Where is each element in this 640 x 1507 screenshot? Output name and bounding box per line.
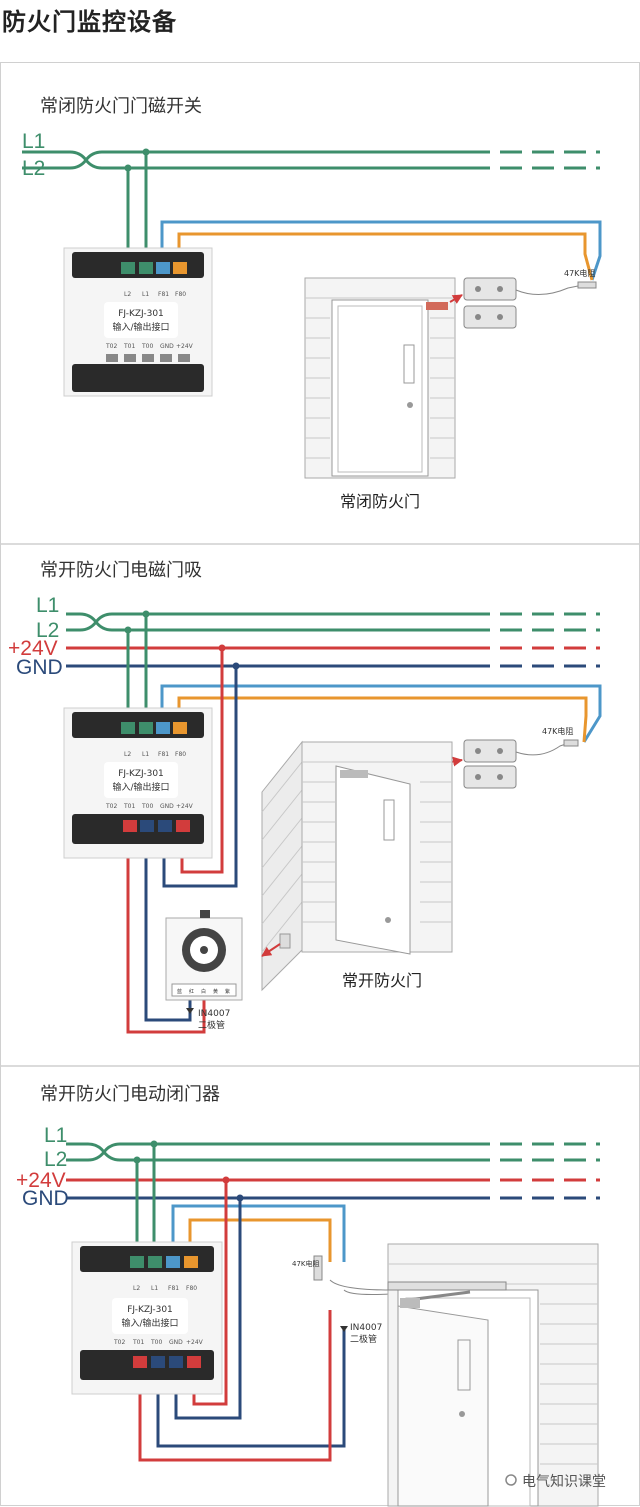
magnetic-door-holder: 蓝 红 白 黄 紫 bbox=[165, 910, 243, 1001]
diode-label: IN4007 bbox=[198, 1009, 230, 1019]
wire-label-24v: +24V bbox=[8, 637, 58, 660]
terminal-label: T01 bbox=[132, 1339, 144, 1346]
terminal-label: F80 bbox=[186, 1285, 197, 1292]
page-title: 防火门监控设备 bbox=[2, 8, 177, 36]
terminal-label: T00 bbox=[141, 803, 153, 810]
holder-terminal-label: 红 bbox=[189, 988, 194, 995]
terminal-label: F81 bbox=[158, 751, 169, 758]
diode-name: 二极管 bbox=[198, 1019, 225, 1031]
terminal-label: T02 bbox=[105, 343, 117, 350]
wire-label-l2: L2 bbox=[36, 619, 59, 642]
terminal-label: +24V bbox=[176, 803, 194, 810]
bus-lines bbox=[22, 150, 600, 170]
door-sensor bbox=[463, 277, 517, 329]
wire-label-24v: +24V bbox=[16, 1169, 66, 1192]
terminal-label: T02 bbox=[105, 803, 117, 810]
terminal-label: GND bbox=[160, 343, 174, 350]
terminal-label: T01 bbox=[123, 343, 135, 350]
watermark: 电气知识课堂 bbox=[505, 1473, 606, 1490]
diode-name: 二极管 bbox=[350, 1333, 377, 1345]
holder-terminal-label: 紫 bbox=[225, 989, 230, 995]
module-subtitle: 输入/输出接口 bbox=[121, 1317, 178, 1329]
terminal-label: F80 bbox=[175, 751, 186, 758]
resistor-label: 47K电阻 bbox=[564, 268, 595, 278]
terminal-label: T01 bbox=[123, 803, 135, 810]
door-caption: 常闭防火门 bbox=[340, 492, 420, 511]
section-title: 常开防火门电动闭门器 bbox=[40, 1084, 220, 1105]
terminal-label: L1 bbox=[142, 291, 149, 298]
fire-door-closed bbox=[304, 277, 456, 479]
door-caption: 常开防火门 bbox=[342, 971, 422, 990]
section-1: 常闭防火门门磁开关 L1 L2 bbox=[22, 96, 602, 511]
terminal-label: F81 bbox=[168, 1285, 179, 1292]
terminal-label: L2 bbox=[124, 751, 131, 758]
io-module: L2 L1 F81 F80 FJ-KZJ-301 输入/输出接口 T02 T01… bbox=[71, 1241, 223, 1395]
wire-label-l1: L1 bbox=[22, 130, 45, 153]
module-subtitle: 输入/输出接口 bbox=[112, 321, 169, 333]
terminal-label: T00 bbox=[150, 1339, 162, 1346]
module-subtitle: 输入/输出接口 bbox=[112, 781, 169, 793]
wire-label-gnd: GND bbox=[16, 656, 63, 679]
terminal-label: T02 bbox=[113, 1339, 125, 1346]
fire-door-closer bbox=[387, 1243, 599, 1507]
terminal-label: +24V bbox=[176, 343, 194, 350]
wire-label-l1: L1 bbox=[44, 1124, 67, 1147]
wire-label-l2: L2 bbox=[22, 157, 45, 180]
watermark-text: 电气知识课堂 bbox=[522, 1473, 606, 1490]
fire-door-open bbox=[261, 740, 453, 992]
holder-terminal-label: 黄 bbox=[213, 988, 218, 995]
wire-label-l2: L2 bbox=[44, 1148, 67, 1171]
section-2: 常开防火门电磁门吸 L1 L2 +24V GND bbox=[8, 560, 602, 1034]
terminal-label: L1 bbox=[151, 1285, 158, 1292]
diode-icon bbox=[186, 1008, 194, 1014]
diode-label: IN4007 bbox=[350, 1323, 382, 1333]
terminal-label: L2 bbox=[124, 291, 131, 298]
terminal-label: T00 bbox=[141, 343, 153, 350]
diode-icon bbox=[340, 1326, 348, 1332]
door-sensor bbox=[463, 739, 517, 789]
wire-label-l1: L1 bbox=[36, 594, 59, 617]
wire-label-gnd: GND bbox=[22, 1187, 69, 1210]
terminal-label: L1 bbox=[142, 751, 149, 758]
io-module: L2 L1 F81 F80 FJ-KZJ-301 输入/输出接口 T02 T01… bbox=[63, 707, 213, 859]
io-module: L2 L1 F81 F80 FJ-KZJ-301 输入/输出接口 T02 T01… bbox=[63, 247, 213, 397]
resistor-label: 47K电阻 bbox=[542, 726, 573, 736]
terminal-label: GND bbox=[169, 1339, 183, 1346]
terminal-label: F80 bbox=[175, 291, 186, 298]
terminal-label: +24V bbox=[186, 1339, 204, 1346]
terminal-label: L2 bbox=[133, 1285, 140, 1292]
wechat-icon bbox=[505, 1474, 517, 1486]
section-3: 常开防火门电动闭门器 L1 L2 +24V GND bbox=[16, 1084, 606, 1507]
terminal-label: F81 bbox=[158, 291, 169, 298]
module-model: FJ-KZJ-301 bbox=[118, 309, 164, 319]
resistor-label: 47K电阻 bbox=[292, 1259, 320, 1268]
section-title: 常闭防火门门磁开关 bbox=[40, 96, 202, 117]
resistor-icon bbox=[313, 1255, 323, 1281]
holder-terminal-label: 白 bbox=[201, 988, 206, 995]
module-model: FJ-KZJ-301 bbox=[118, 769, 164, 779]
section-title: 常开防火门电磁门吸 bbox=[40, 560, 202, 581]
module-model: FJ-KZJ-301 bbox=[127, 1305, 173, 1315]
holder-terminal-label: 蓝 bbox=[177, 988, 182, 995]
terminal-label: GND bbox=[160, 803, 174, 810]
